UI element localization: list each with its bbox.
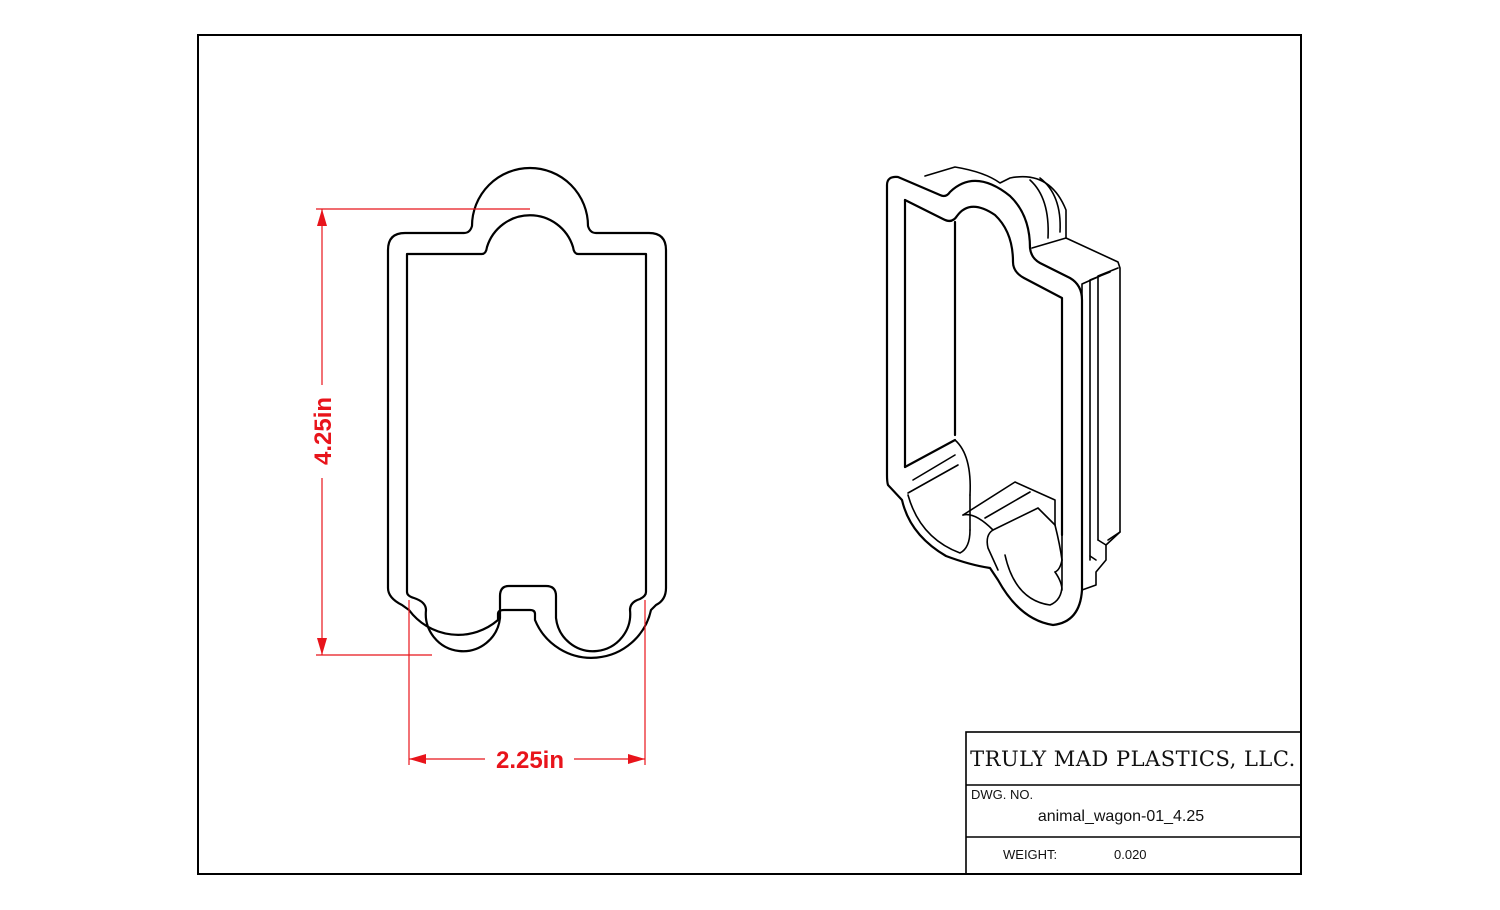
dwg-no-value: animal_wagon-01_4.25 — [1038, 808, 1204, 825]
iso-back-wall — [924, 166, 1121, 591]
isometric-view — [885, 166, 1121, 627]
front-view — [386, 166, 668, 659]
width-dimension-label: 2.25in — [496, 747, 564, 774]
front-outer-outline — [386, 166, 668, 659]
front-inner-outline — [405, 214, 648, 653]
width-dimension: 2.25in — [408, 600, 646, 774]
height-dimension: 4.25in — [310, 208, 530, 656]
dwg-no-label: DWG. NO. — [971, 787, 1033, 802]
height-dimension-label: 4.25in — [310, 397, 337, 465]
iso-inner-outline — [903, 198, 1064, 537]
weight-value: 0.020 — [1114, 847, 1147, 862]
title-block: TRULY MAD PLASTICS, LLC. DWG. NO. animal… — [965, 731, 1302, 875]
weight-label: WEIGHT: — [1003, 847, 1057, 862]
sheet-border — [197, 34, 1302, 875]
company-name: TRULY MAD PLASTICS, LLC. — [970, 747, 1296, 771]
iso-outer-outline — [885, 175, 1084, 627]
